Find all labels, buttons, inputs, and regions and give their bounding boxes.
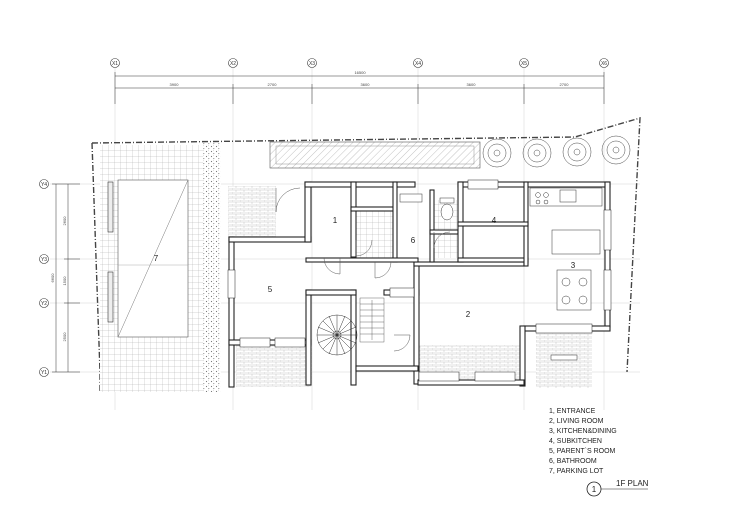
svg-text:X6: X6 bbox=[601, 61, 607, 67]
grid-bubble-y3: Y3 bbox=[39, 254, 49, 264]
planter-top bbox=[269, 141, 481, 169]
gravel-strip bbox=[203, 143, 221, 392]
dim-total: 16500 bbox=[354, 70, 366, 75]
dining-table bbox=[556, 269, 592, 311]
dim-top-1: 3900 bbox=[170, 82, 180, 87]
bench bbox=[550, 354, 578, 361]
dim-top-5: 2700 bbox=[560, 82, 570, 87]
dim-left-total: 6600 bbox=[50, 273, 55, 283]
svg-text:Y4: Y4 bbox=[41, 182, 47, 188]
dim-top-2: 2700 bbox=[268, 82, 278, 87]
windows bbox=[227, 179, 612, 382]
dimension-top bbox=[114, 72, 605, 104]
legend-item: 4, SUBKITCHEN bbox=[549, 438, 602, 445]
dim-left-2: 1500 bbox=[62, 276, 67, 286]
room-legend: 1, ENTRANCE 2, LIVING ROOM 3, KITCHEN&DI… bbox=[549, 408, 617, 475]
grid-bubble-y1: Y1 bbox=[39, 367, 49, 377]
svg-text:X5: X5 bbox=[521, 61, 527, 67]
dim-top-4: 3600 bbox=[467, 82, 477, 87]
svg-text:X3: X3 bbox=[309, 61, 315, 67]
dim-left-1: 2600 bbox=[62, 216, 67, 226]
grid-bubble-y4: Y4 bbox=[39, 179, 49, 189]
grid-bubble-x5: X5 bbox=[519, 58, 529, 68]
grid-bubble-x3: X3 bbox=[307, 58, 317, 68]
room-label-2: 2 bbox=[466, 310, 471, 319]
legend-item: 5, PARENT`S ROOM bbox=[549, 448, 616, 455]
room-label-7: 7 bbox=[154, 254, 159, 263]
svg-text:Y3: Y3 bbox=[41, 257, 47, 263]
svg-text:Y1: Y1 bbox=[41, 370, 47, 376]
legend-item: 7, PARKING LOT bbox=[549, 468, 604, 475]
dim-top-3: 3600 bbox=[361, 82, 371, 87]
grid-bubble-x1: X1 bbox=[110, 58, 120, 68]
spiral-stair bbox=[316, 314, 358, 356]
straight-stair bbox=[359, 297, 385, 343]
title-number: 1 bbox=[592, 485, 597, 494]
svg-text:Y2: Y2 bbox=[41, 301, 47, 307]
kitchen-counter bbox=[529, 187, 603, 255]
title-label: 1F PLAN bbox=[616, 479, 649, 488]
plan-title: 1 1F PLAN bbox=[586, 479, 649, 497]
room-label-6: 6 bbox=[411, 236, 416, 245]
room-label-1: 1 bbox=[333, 216, 338, 225]
dimension-left bbox=[52, 183, 80, 373]
svg-text:X2: X2 bbox=[230, 61, 236, 67]
legend-item: 6, BATHROOM bbox=[549, 458, 597, 465]
room-label-4: 4 bbox=[492, 216, 497, 225]
grid-bubble-x2: X2 bbox=[228, 58, 238, 68]
legend-item: 3, KITCHEN&DINING bbox=[549, 428, 617, 435]
legend-item: 2, LIVING ROOM bbox=[549, 418, 604, 425]
door-swings bbox=[275, 187, 451, 352]
parking-lot-area bbox=[100, 145, 203, 392]
tree-icons bbox=[482, 135, 631, 168]
grid-bubble-x6: X6 bbox=[599, 58, 609, 68]
svg-text:X4: X4 bbox=[415, 61, 421, 67]
paved-areas bbox=[228, 186, 592, 388]
dim-left-3: 2500 bbox=[62, 332, 67, 342]
grid-bubble-x4: X4 bbox=[413, 58, 423, 68]
legend-item: 1, ENTRANCE bbox=[549, 408, 596, 415]
room-label-3: 3 bbox=[571, 261, 576, 270]
washbasin-icon bbox=[399, 193, 423, 203]
toilet-icon bbox=[439, 197, 455, 221]
svg-text:X1: X1 bbox=[112, 61, 118, 67]
room-label-5: 5 bbox=[268, 285, 273, 294]
grid-bubble-y2: Y2 bbox=[39, 298, 49, 308]
